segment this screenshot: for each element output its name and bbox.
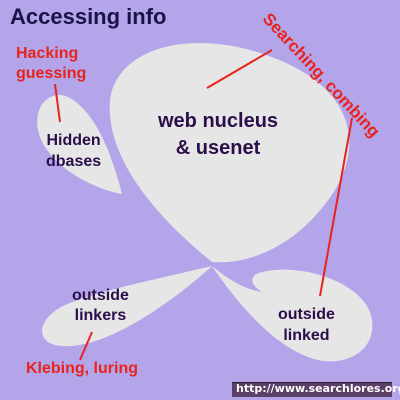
klebing-luring-annotation: Klebing, luring: [26, 360, 138, 377]
web-nucleus-line-2: & usenet: [175, 137, 261, 159]
searching-pointer-line-2: [319, 117, 353, 297]
footer-url-link[interactable]: http://www.searchlores.org: [236, 382, 400, 395]
footer-url-bar: [232, 382, 392, 397]
hacking-line-1: Hacking: [16, 45, 79, 62]
outside-linkers-line-1: outside: [72, 287, 129, 304]
web-nucleus-line-1: web nucleus: [158, 110, 279, 132]
hacking-line-2: guessing: [16, 65, 87, 82]
klebing-pointer-line: [79, 331, 93, 361]
outside-linked-line-1: outside: [278, 306, 335, 323]
outside-linkers-petal: [42, 266, 212, 347]
outside-linkers-label: outside linkers: [72, 286, 129, 326]
outside-linked-line-2: linked: [283, 327, 330, 344]
hacking-pointer-line: [54, 83, 61, 123]
outside-linked-petal: [212, 266, 373, 362]
page-title: Accessing info: [10, 4, 167, 29]
hidden-dbases-label: Hidden dbases: [46, 130, 101, 172]
hacking-guessing-annotation: Hacking guessing: [16, 44, 86, 84]
hidden-dbases-petal: [37, 94, 122, 194]
outside-linked-label: outside linked: [278, 304, 335, 346]
outside-linkers-line-2: linkers: [74, 307, 127, 324]
hidden-dbases-line-2: dbases: [46, 153, 102, 170]
web-nucleus-petal: [109, 43, 350, 263]
searching-pointer-line-1: [206, 49, 273, 89]
web-nucleus-label: web nucleus & usenet: [158, 108, 278, 162]
hidden-dbases-line-1: Hidden: [46, 132, 101, 149]
